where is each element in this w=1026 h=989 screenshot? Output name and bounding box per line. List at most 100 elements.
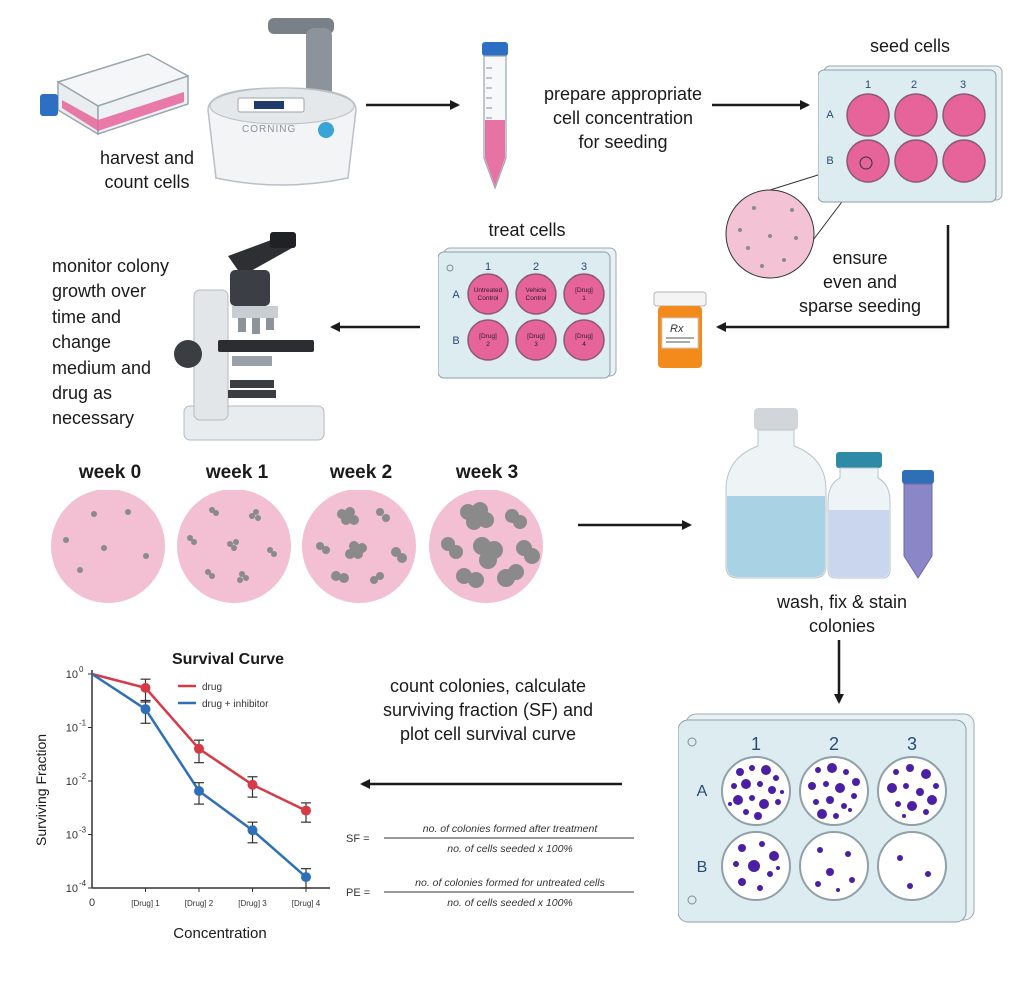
treat-row-b: B bbox=[452, 335, 459, 347]
chart-xlabel: Concentration bbox=[173, 925, 266, 942]
treat-well-a3-l2: 1 bbox=[582, 295, 586, 302]
culture-flask bbox=[40, 53, 190, 136]
seed-well-a1 bbox=[846, 93, 890, 137]
monitor-label-line1: monitor colony bbox=[52, 256, 170, 276]
data-point bbox=[194, 743, 204, 754]
treat-well-b1-l1: [Drug] bbox=[479, 333, 497, 340]
treat-col-3: 3 bbox=[581, 261, 587, 273]
pe-denominator: no. of cells seeded x 100% bbox=[447, 897, 573, 909]
conical-tube bbox=[482, 42, 508, 190]
ensure-label: ensure even and sparse seeding bbox=[780, 246, 940, 318]
wash-label-line2: colonies bbox=[808, 616, 876, 636]
stain-col-2: 2 bbox=[829, 734, 839, 754]
monitor-label-line5: medium and bbox=[52, 357, 152, 378]
wash-label: wash, fix & stain colonies bbox=[742, 590, 942, 638]
prepare-label: prepare appropriate cell concentration f… bbox=[525, 82, 721, 154]
y-tick-label: 10 bbox=[66, 830, 78, 842]
seed-row-a: A bbox=[826, 109, 834, 121]
dish-week-0 bbox=[51, 490, 165, 603]
y-tick-exponent: -3 bbox=[79, 826, 87, 835]
wash-label-line1: wash, fix & stain bbox=[776, 592, 908, 612]
harvest-label-line1: harvest and bbox=[99, 148, 195, 168]
drug-bottle: Rx bbox=[653, 291, 707, 368]
treat-well-a1-l1: Untreated bbox=[474, 287, 503, 294]
monitor-label-line6: drug as bbox=[52, 383, 113, 404]
pe-label: PE = bbox=[346, 887, 370, 899]
seed-well-b1 bbox=[846, 139, 890, 183]
treat-well-b1-l2: 2 bbox=[486, 341, 490, 348]
week-0-label: week 0 bbox=[78, 462, 142, 483]
treat-col-2: 2 bbox=[533, 261, 539, 273]
stain-col-1: 1 bbox=[751, 734, 761, 754]
cell-counter: CORNING bbox=[207, 18, 357, 186]
y-tick-label: 10 bbox=[66, 776, 78, 788]
seed-col-2: 2 bbox=[911, 79, 917, 91]
seed-col-3: 3 bbox=[960, 79, 966, 91]
prepare-label-line1: prepare appropriate bbox=[543, 84, 703, 104]
x-tick-label: 0 bbox=[89, 897, 95, 909]
series-line-drug-inhibitor bbox=[91, 672, 307, 879]
seed-well-b2 bbox=[894, 139, 938, 183]
seed-plate: 1 2 3 A B bbox=[818, 65, 1003, 203]
chart-series bbox=[91, 672, 311, 889]
survival-chart: Survival Curve Concentration Surviving F… bbox=[33, 651, 330, 942]
x-tick-label: [Drug] 4 bbox=[292, 899, 321, 908]
data-point bbox=[247, 779, 258, 790]
y-tick-label: 10 bbox=[66, 723, 78, 735]
formulas: SF = no. of colonies formed after treatm… bbox=[346, 823, 634, 909]
y-tick-label: 10 bbox=[66, 669, 78, 681]
week-2-label: week 2 bbox=[329, 462, 393, 483]
count-label: count colonies, calculate surviving frac… bbox=[356, 674, 620, 746]
large-bottle-cap-icon bbox=[754, 408, 798, 430]
counter-logo-icon bbox=[318, 122, 334, 138]
y-tick-exponent: 0 bbox=[79, 665, 84, 674]
monitor-label: monitor colony growth over time and chan… bbox=[52, 254, 182, 432]
treat-well-b2-l2: 3 bbox=[534, 341, 538, 348]
legend-label: drug + inhibitor bbox=[202, 699, 269, 710]
x-tick-label: [Drug] 1 bbox=[131, 899, 160, 908]
arrow-plate-to-drug bbox=[716, 225, 950, 332]
treat-well-b3-l1: [Drug] bbox=[575, 333, 593, 340]
legend-label: drug bbox=[202, 682, 222, 693]
chart-x-ticks: 0 [Drug] 1 [Drug] 2 [Drug] 3 [Drug] 4 bbox=[89, 888, 321, 909]
sf-denominator: no. of cells seeded x 100% bbox=[447, 843, 573, 855]
seed-cells-title: seed cells bbox=[869, 36, 951, 56]
x-tick-label: [Drug] 2 bbox=[185, 899, 214, 908]
treat-col-1: 1 bbox=[485, 261, 491, 273]
seed-well-a2 bbox=[894, 93, 938, 137]
chart-ylabel: Surviving Fraction bbox=[33, 734, 49, 846]
x-tick-label: [Drug] 3 bbox=[238, 899, 267, 908]
counter-brand: CORNING bbox=[242, 124, 296, 135]
ensure-label-line3: sparse seeding bbox=[798, 296, 922, 316]
count-label-line3: plot cell survival curve bbox=[399, 724, 577, 744]
monitor-label-line4: change bbox=[52, 332, 112, 353]
monitor-label-line3: time and bbox=[52, 306, 122, 327]
treat-cells-title: treat cells bbox=[488, 220, 566, 240]
microscope bbox=[174, 232, 325, 441]
reagent-bottles bbox=[725, 408, 934, 579]
count-label-line2: surviving fraction (SF) and bbox=[382, 700, 594, 720]
data-point bbox=[301, 872, 311, 883]
sf-numerator: no. of colonies formed after treatment bbox=[423, 823, 599, 835]
monitor-label-line7: necessary bbox=[52, 408, 135, 429]
y-tick-exponent: -4 bbox=[79, 879, 87, 888]
flask-cap-icon bbox=[40, 94, 58, 116]
stain-row-a: A bbox=[697, 783, 708, 800]
seed-col-1: 1 bbox=[865, 79, 871, 91]
stain-plate: 1 2 3 A B bbox=[678, 713, 975, 923]
zoom-well bbox=[725, 189, 815, 279]
weeks-dishes bbox=[51, 490, 543, 603]
stain-tube-cap-icon bbox=[902, 470, 934, 484]
ensure-label-line2: even and bbox=[822, 272, 898, 292]
data-point bbox=[301, 805, 311, 816]
chart-axes bbox=[91, 670, 330, 889]
y-tick-exponent: -1 bbox=[79, 719, 87, 728]
pe-numerator: no. of colonies formed for untreated cel… bbox=[415, 877, 605, 889]
week-3-label: week 3 bbox=[455, 462, 519, 483]
stain-col-3: 3 bbox=[907, 734, 917, 754]
data-point bbox=[140, 682, 151, 693]
treat-well-a3-l1: [Drug] bbox=[575, 287, 593, 294]
seed-well-a3 bbox=[942, 93, 986, 137]
